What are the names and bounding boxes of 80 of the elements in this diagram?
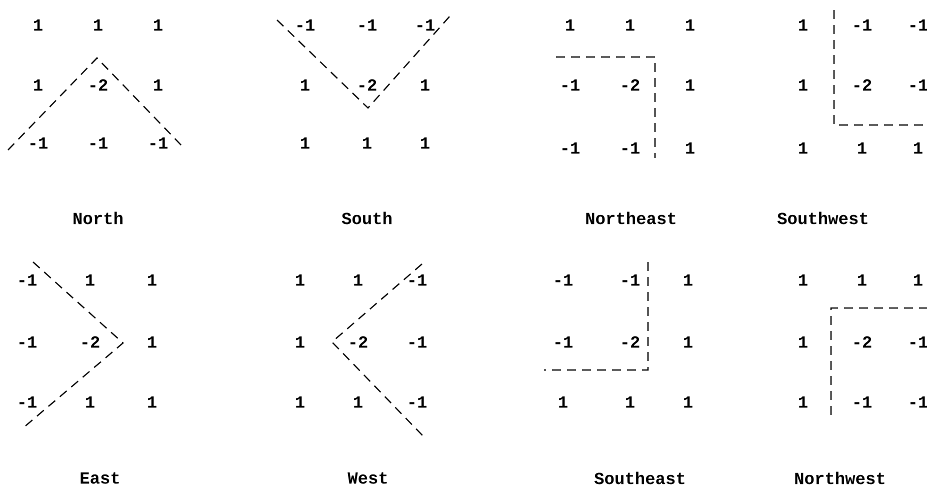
matrix-value: -1 xyxy=(20,396,36,408)
matrix-value: -2 xyxy=(82,336,100,348)
matrix-value: 1 xyxy=(354,274,362,286)
matrix-value: -1 xyxy=(90,137,108,149)
matrix-value: -1 xyxy=(297,19,314,31)
matrix-value: 1 xyxy=(686,19,694,31)
matrix-value: 1 xyxy=(154,19,162,31)
matrix-value: 1 xyxy=(148,274,156,286)
matrix-value: -1 xyxy=(20,336,36,348)
matrix-value: -2 xyxy=(350,336,368,348)
matrix-value: 1 xyxy=(296,336,304,348)
matrix-value: -2 xyxy=(622,79,640,91)
matrix-value: 1 xyxy=(301,79,310,91)
matrix-value: 1 xyxy=(301,137,310,149)
matrix-value: 1 xyxy=(626,396,634,408)
direction-name: East xyxy=(80,472,119,484)
matrix-value: 1 xyxy=(799,274,808,286)
matrix-value: 1 xyxy=(626,19,634,31)
matrix-value: -1 xyxy=(854,396,872,408)
matrix-value: 1 xyxy=(363,137,372,149)
matrix-value: 1 xyxy=(86,274,94,286)
matrix-value: -1 xyxy=(910,79,927,91)
matrix-value: 1 xyxy=(799,142,808,154)
matrix-value: 1 xyxy=(684,396,692,408)
matrix-value: -1 xyxy=(409,396,426,408)
matrix-value: 1 xyxy=(34,79,42,91)
matrix-value: 1 xyxy=(86,396,94,408)
matrix-value: -2 xyxy=(622,336,640,348)
direction-name: West xyxy=(348,472,387,484)
matrix-value: -2 xyxy=(854,336,872,348)
matrix-value: 1 xyxy=(354,396,362,408)
matrix-value: -1 xyxy=(555,274,572,286)
matrix-value: 1 xyxy=(799,79,808,91)
matrix-value: 1 xyxy=(34,19,42,31)
matrix-value: 1 xyxy=(559,396,568,408)
matrix-value: -1 xyxy=(150,137,168,149)
matrix-value: 1 xyxy=(799,336,808,348)
matrix-value: 1 xyxy=(421,137,430,149)
matrix-value: -1 xyxy=(409,336,426,348)
matrix-value: -1 xyxy=(910,336,927,348)
matrix-value: -1 xyxy=(562,79,580,91)
matrix-value: -1 xyxy=(30,137,48,149)
matrix-value: 1 xyxy=(799,19,808,31)
matrix-value: -2 xyxy=(359,79,376,91)
matrix-value: -1 xyxy=(409,274,426,286)
matrix-value: 1 xyxy=(421,79,430,91)
matrix-value: -2 xyxy=(90,79,108,91)
matrix-value: 1 xyxy=(686,79,694,91)
matrix-value: -1 xyxy=(910,396,927,408)
direction-name: Northwest xyxy=(795,472,884,484)
matrix-value: 1 xyxy=(858,274,866,286)
matrix-value: 1 xyxy=(799,396,808,408)
direction-name: Northeast xyxy=(586,212,676,224)
matrix-value: 1 xyxy=(914,142,922,154)
matrix-value: 1 xyxy=(148,396,156,408)
matrix-value: 1 xyxy=(154,79,162,91)
matrix-value: 1 xyxy=(296,274,304,286)
matrix-value: 1 xyxy=(684,336,692,348)
matrix-value: -1 xyxy=(622,274,640,286)
matrix-value: -1 xyxy=(20,274,36,286)
direction-name: South xyxy=(342,212,392,224)
direction-name: Southeast xyxy=(594,472,684,484)
matrix-value: 1 xyxy=(686,142,694,154)
direction-name: North xyxy=(74,212,122,224)
direction-name: Southwest xyxy=(777,212,868,224)
matrix-value: -1 xyxy=(854,19,872,31)
matrix-value: -1 xyxy=(910,19,927,31)
matrix-value: 1 xyxy=(858,142,866,154)
matrix-value: -2 xyxy=(854,79,872,91)
matrix-value: 1 xyxy=(148,336,156,348)
matrix-value: 1 xyxy=(296,396,304,408)
matrix-value: 1 xyxy=(684,274,692,286)
matrix-value: 1 xyxy=(566,19,574,31)
matrix-value: -1 xyxy=(555,336,572,348)
matrix-value: -1 xyxy=(562,142,580,154)
matrix-value: 1 xyxy=(94,19,102,31)
matrix-value: 1 xyxy=(914,274,922,286)
matrix-value: -1 xyxy=(622,142,640,154)
matrix-value: -1 xyxy=(417,19,434,31)
matrix-value: -1 xyxy=(359,19,376,31)
